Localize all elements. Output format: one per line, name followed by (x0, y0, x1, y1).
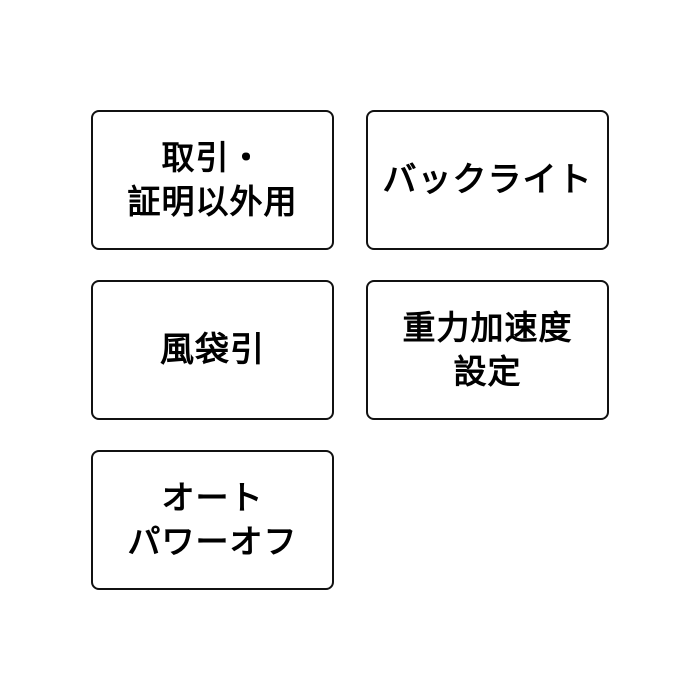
gravity-setting-button[interactable]: 重力加速度 設定 (366, 280, 609, 420)
button-label: バックライト (382, 160, 593, 200)
button-label-line-1: 重力加速度 (402, 308, 573, 347)
tare-button[interactable]: 風袋引 (91, 280, 334, 420)
auto-power-off-button[interactable]: オート パワーオフ (91, 450, 334, 590)
backlight-button[interactable]: バックライト (366, 110, 609, 250)
non-trade-use-button[interactable]: 取引・ 証明以外用 (91, 110, 334, 250)
button-label-line-2: パワーオフ (127, 522, 298, 561)
button-label-line-1: オート (161, 478, 264, 517)
button-label-line-2: 証明以外用 (127, 182, 298, 221)
button-label-line-1: 取引・ (161, 138, 264, 177)
button-label-line-2: 設定 (453, 352, 522, 391)
button-label: 風袋引 (160, 330, 265, 370)
